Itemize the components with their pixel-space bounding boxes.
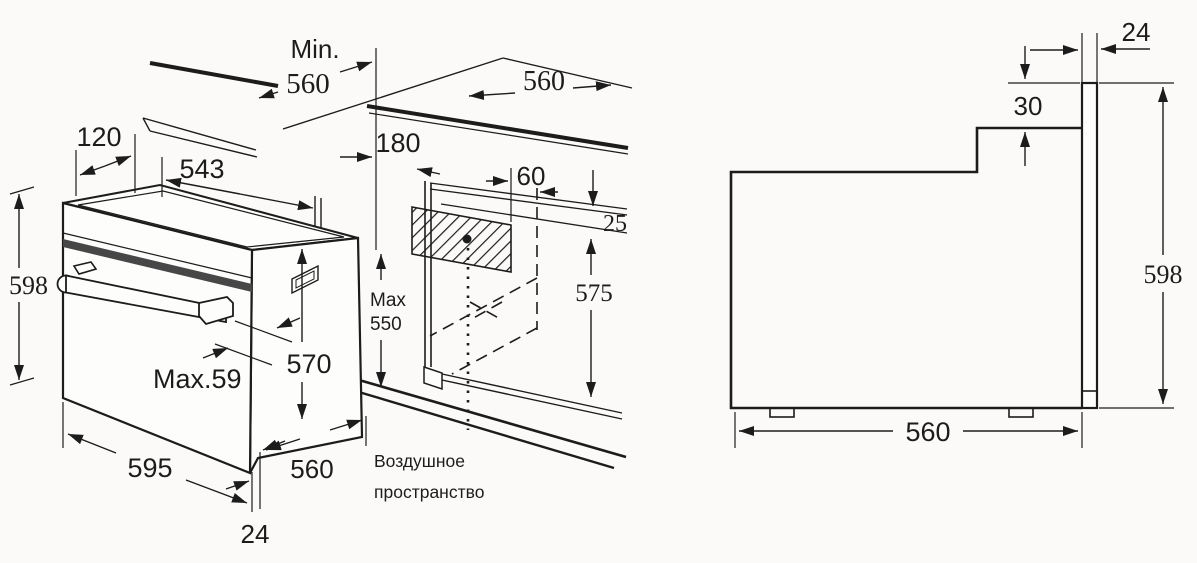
dim-door-thickness-24: 24 bbox=[225, 439, 286, 549]
dim-label-top-gap: 120 bbox=[76, 122, 121, 152]
dim-protrusion-max59: Max.59 bbox=[153, 317, 301, 394]
dim-niche-depth-575: 575 bbox=[575, 239, 613, 397]
dim-label-min-prefix: Min. bbox=[290, 34, 339, 64]
dim-height-598: 598 bbox=[1099, 82, 1183, 409]
control-panel-band bbox=[63, 239, 252, 292]
dim-label-oven-depth: 560 bbox=[290, 454, 333, 484]
dim-label-protrusion: Max.59 bbox=[153, 364, 242, 394]
dim-label-top-step: 30 bbox=[1014, 91, 1043, 121]
dim-label-depth-right: 560 bbox=[905, 417, 950, 447]
dim-oven-height-598: 598 bbox=[9, 186, 48, 386]
right-diagram-side-profile: 24 30 598 560 bbox=[729, 17, 1183, 448]
air-space-text-2: пространство bbox=[374, 482, 484, 502]
dim-door-thickness-24-right: 24 bbox=[1030, 17, 1150, 83]
air-space-marker-dot bbox=[462, 234, 472, 244]
oven-door-handle bbox=[56, 261, 234, 326]
dim-label-recess-width: 180 bbox=[375, 128, 420, 158]
door-panel-profile bbox=[1080, 81, 1099, 410]
dim-worktop-depth-560: 560 bbox=[468, 66, 612, 101]
dim-label-rail-gap: 25 bbox=[603, 211, 627, 237]
oven-front-face bbox=[61, 201, 254, 475]
left-diagram-isometric: 598 120 543 Min. 560 560 bbox=[9, 34, 633, 549]
dim-oven-width-595: 595 bbox=[62, 402, 248, 504]
dim-label-niche-depth: 575 bbox=[575, 280, 613, 307]
dim-label-oven-height: 598 bbox=[9, 271, 48, 300]
vent-hatch-area bbox=[411, 206, 512, 430]
dim-label-vent-offset: 60 bbox=[517, 161, 546, 191]
dim-label-front-height: 570 bbox=[286, 349, 331, 379]
post-foot bbox=[423, 365, 443, 391]
dim-label-max-under-2: 550 bbox=[370, 314, 402, 335]
handle-left-bracket bbox=[72, 261, 98, 275]
dim-recess-width-180: 180 bbox=[340, 128, 441, 178]
oven-body bbox=[56, 183, 364, 475]
handle-bar bbox=[65, 274, 227, 324]
dim-label-oven-top-width: 543 bbox=[179, 154, 224, 184]
dim-label-door-thickness: 24 bbox=[241, 519, 270, 549]
dim-label-oven-width: 595 bbox=[127, 453, 172, 483]
dim-top-step-30: 30 bbox=[1008, 46, 1080, 166]
dim-max-under-counter-550: Max 550 bbox=[370, 254, 406, 387]
side-vent-slot bbox=[291, 264, 319, 295]
dim-top-gap-120: 120 bbox=[75, 122, 136, 196]
rear-foot bbox=[1008, 407, 1034, 418]
cabinet-floor-lines bbox=[351, 373, 627, 470]
dim-label-niche-width: 560 bbox=[286, 68, 330, 100]
niche-hidden-edges bbox=[429, 188, 538, 375]
dim-label-worktop-depth: 560 bbox=[523, 66, 565, 97]
dim-vent-offset-60: 60 bbox=[486, 161, 558, 222]
dim-label-max-under-1: Max bbox=[370, 290, 406, 311]
oven-top-inset-panel bbox=[77, 190, 345, 248]
dim-depth-560: 560 bbox=[734, 412, 1083, 448]
dim-front-height-570: 570 bbox=[286, 249, 332, 419]
dim-label-door-thickness-right: 24 bbox=[1122, 17, 1151, 47]
dim-rail-gap-25: 25 bbox=[588, 170, 627, 237]
worktop-lines bbox=[142, 57, 633, 234]
air-space-text-1: Воздушное bbox=[374, 451, 465, 471]
dim-niche-width-min560: Min. 560 bbox=[258, 34, 377, 250]
handle-right-bracket bbox=[198, 296, 234, 326]
dim-oven-top-width-543: 543 bbox=[161, 154, 314, 211]
dim-label-height-right: 598 bbox=[1144, 260, 1183, 289]
oven-profile-outline bbox=[729, 81, 1099, 418]
air-space-label: Воздушное пространство bbox=[374, 451, 484, 502]
front-foot bbox=[769, 407, 795, 418]
